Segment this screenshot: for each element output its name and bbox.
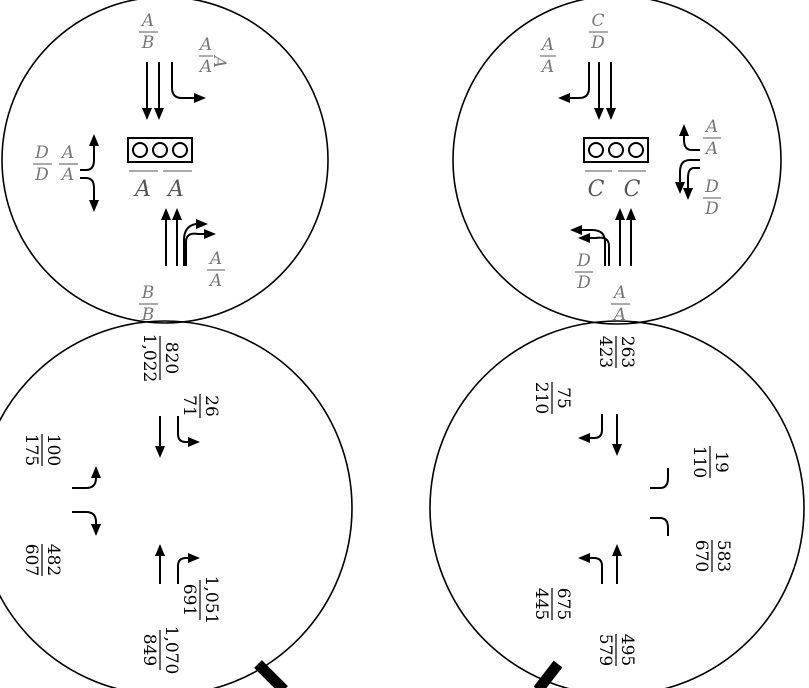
right-volume-top-left: 75 210 (531, 382, 573, 414)
svg-text:1,022: 1,022 (139, 334, 159, 383)
svg-text:19: 19 (711, 451, 731, 473)
svg-text:675: 675 (553, 588, 573, 620)
right-volume-right-bottom: 583 670 (691, 540, 733, 572)
svg-text:D: D (576, 251, 591, 271)
left-volume-left-side: 100 175 (21, 434, 63, 466)
right-los-center-left: C (588, 177, 605, 202)
right-pointer (533, 660, 563, 688)
svg-text:A: A (704, 117, 718, 137)
svg-text:583: 583 (713, 540, 733, 572)
right-los-top-left: A A (540, 35, 556, 77)
left-volume-arrows (72, 416, 200, 584)
svg-text:B: B (141, 283, 155, 303)
left-volume-top: 820 1,022 (139, 334, 181, 383)
svg-text:75: 75 (553, 387, 573, 409)
svg-text:71: 71 (179, 395, 199, 417)
svg-text:A: A (540, 35, 554, 55)
svg-text:820: 820 (161, 342, 181, 374)
svg-text:495: 495 (617, 634, 637, 666)
svg-text:D: D (704, 177, 719, 197)
svg-text:A: A (198, 57, 212, 77)
left-volume-circle (0, 320, 353, 688)
svg-text:1,070: 1,070 (161, 626, 181, 675)
svg-text:C: C (591, 11, 604, 31)
left-los-bottom-through: B B (139, 283, 158, 325)
svg-text:579: 579 (595, 634, 615, 666)
right-volume-bottom-left: 675 445 (531, 588, 573, 620)
right-volume-top: 263 423 (595, 336, 637, 368)
left-los-top-right: A (209, 54, 229, 68)
left-pointer (254, 660, 288, 688)
svg-text:A: A (140, 11, 154, 31)
svg-text:D: D (34, 143, 49, 163)
svg-text:263: 263 (617, 336, 637, 368)
svg-text:849: 849 (139, 634, 159, 666)
left-volume-bottom-outer: 1,070 849 (139, 626, 181, 675)
svg-text:445: 445 (531, 588, 551, 620)
right-volume-arrows (578, 414, 669, 584)
svg-text:A: A (612, 283, 626, 303)
left-los-center-right: A (166, 177, 184, 202)
svg-text:B: B (141, 305, 155, 325)
svg-text:D: D (704, 199, 719, 219)
left-los-left-side: D D A A (33, 143, 78, 185)
left-los-circle (1, 0, 329, 324)
right-los-arrows (558, 62, 700, 266)
right-los-top-through: C D (589, 11, 608, 53)
right-los-center-right: C (624, 177, 641, 202)
left-los-top-through: A B (139, 11, 158, 53)
left-los-center-left: A (133, 177, 151, 202)
svg-text:A: A (60, 143, 74, 163)
svg-text:D: D (576, 273, 591, 293)
left-volume-bottom-inner: 1,051 691 (179, 576, 221, 625)
svg-text:A: A (208, 249, 222, 269)
right-volume-bottom-right: 495 579 (595, 634, 637, 666)
left-volume-left-bottom: 482 607 (21, 544, 63, 576)
svg-text:423: 423 (595, 336, 615, 368)
svg-text:110: 110 (689, 446, 709, 478)
right-los-circle (452, 0, 782, 325)
right-los-bottom-left: D D (575, 251, 593, 293)
right-volume-right-top: 19 110 (689, 446, 731, 478)
left-volume-top-right: 26 71 (179, 394, 221, 418)
left-los-arrows (80, 62, 216, 266)
right-volume-circle (429, 320, 805, 688)
svg-text:100: 100 (43, 434, 63, 466)
svg-text:210: 210 (531, 382, 551, 414)
svg-text:A: A (209, 54, 229, 68)
right-los-right-side: A A D D (703, 117, 721, 219)
svg-text:A: A (208, 271, 222, 291)
svg-text:A: A (612, 305, 626, 325)
svg-text:482: 482 (43, 544, 63, 576)
svg-text:D: D (590, 33, 605, 53)
svg-text:1,051: 1,051 (201, 576, 221, 625)
svg-text:A: A (540, 57, 554, 77)
left-los-bottom-right: A A (207, 249, 225, 291)
svg-text:691: 691 (179, 584, 199, 616)
svg-text:A: A (60, 165, 74, 185)
right-los-bottom-right: A A (611, 283, 630, 325)
svg-text:26: 26 (201, 395, 221, 417)
svg-text:D: D (34, 165, 49, 185)
svg-text:B: B (141, 33, 155, 53)
svg-text:175: 175 (21, 434, 41, 466)
svg-text:A: A (198, 35, 212, 55)
svg-text:607: 607 (21, 544, 41, 576)
svg-text:670: 670 (691, 540, 711, 572)
svg-text:A: A (704, 139, 718, 159)
